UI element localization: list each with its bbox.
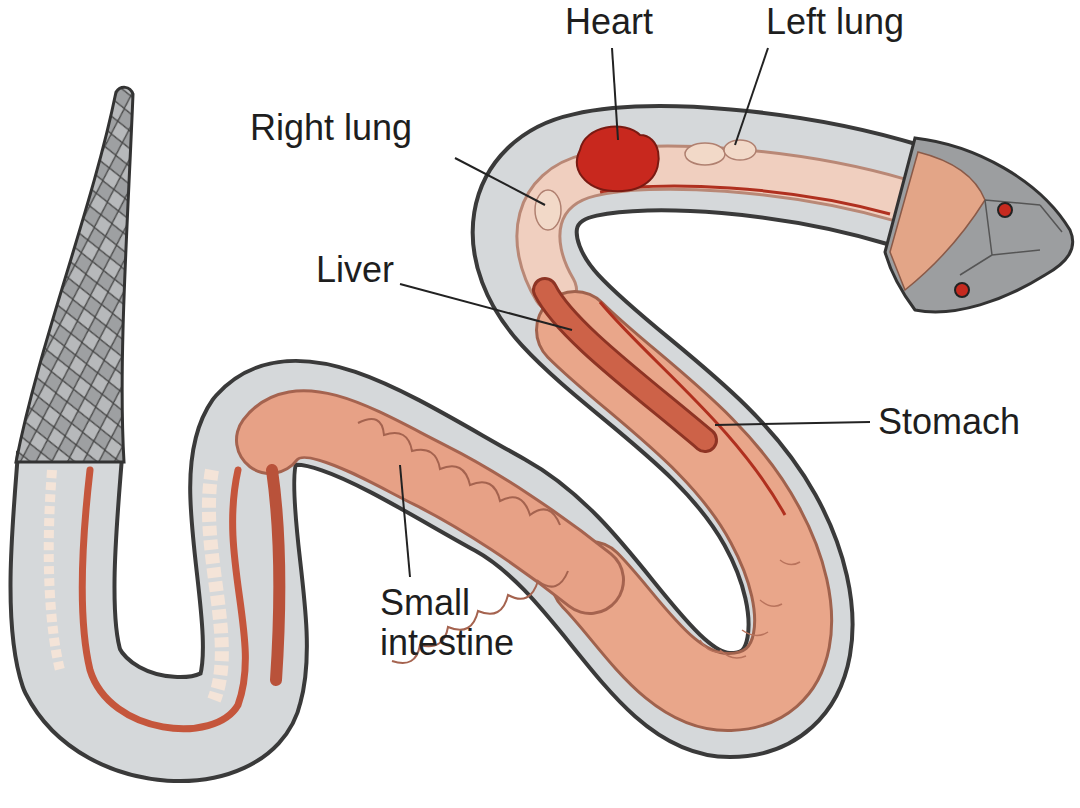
neck-vessel <box>600 186 890 214</box>
kidney <box>272 470 279 680</box>
left-lung <box>685 143 725 165</box>
head-plates <box>960 200 1062 275</box>
leader-line <box>715 422 870 425</box>
stomach-outline <box>575 330 793 692</box>
eye <box>998 203 1012 217</box>
leader-line <box>735 48 768 145</box>
gut-tube <box>82 470 245 729</box>
right-lung <box>535 190 561 230</box>
liver <box>545 290 705 440</box>
leader-line <box>400 284 572 330</box>
liver-outline <box>545 290 705 440</box>
leader-line <box>400 465 410 577</box>
fat-body <box>209 470 222 700</box>
intestine-coils <box>358 419 560 525</box>
organ-label: Left lung <box>766 2 904 42</box>
eye <box>955 283 969 297</box>
organ-label: Right lung <box>250 108 412 148</box>
fat-body <box>49 470 60 670</box>
body-outline <box>62 158 905 729</box>
intestine-outline <box>270 424 590 580</box>
organ-label: Stomach <box>878 402 1020 442</box>
organ-label: Liver <box>316 250 394 290</box>
body-cavity <box>62 158 905 729</box>
leader-line <box>612 48 618 140</box>
head <box>885 138 1073 312</box>
stomach-folds <box>700 560 800 658</box>
head-interior <box>890 152 985 290</box>
organ-label: Small intestine <box>380 583 560 662</box>
intestine <box>270 424 590 580</box>
stomach <box>575 330 793 692</box>
leader-line <box>455 158 545 205</box>
left-lung <box>724 140 756 160</box>
body-vessel <box>600 302 785 515</box>
tail <box>16 87 133 462</box>
organ-label: Heart <box>565 2 653 42</box>
